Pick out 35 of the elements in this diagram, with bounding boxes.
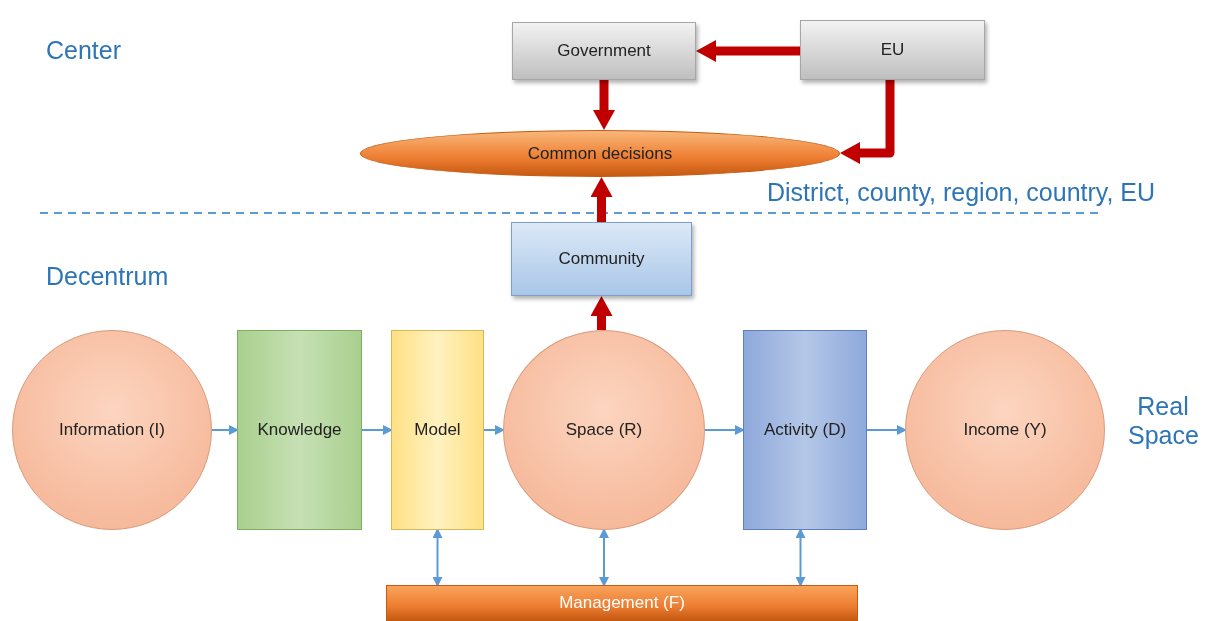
arrow	[840, 80, 895, 164]
process-box	[511, 222, 692, 296]
node-label: Management (F)	[558, 593, 686, 613]
node-label: Information (I)	[58, 420, 166, 440]
text-label: Center	[46, 36, 122, 65]
node-label: Government	[556, 41, 652, 61]
text-label: District, county, region, country, EU	[767, 178, 1156, 207]
node-label: Activity (D)	[762, 420, 848, 440]
node-label: Knowledge	[256, 420, 343, 440]
arrow	[599, 528, 609, 587]
node-label: Community	[557, 249, 646, 269]
bar-node	[386, 585, 858, 621]
arrow	[590, 296, 613, 330]
arrow	[211, 425, 239, 435]
process-box	[743, 330, 867, 530]
arrow	[795, 528, 806, 587]
node-label: Space (R)	[564, 420, 644, 440]
process-box	[237, 330, 362, 530]
arrow	[696, 40, 800, 62]
arrow	[483, 425, 505, 435]
process-box	[512, 22, 696, 80]
arrow	[432, 528, 443, 587]
process-box	[391, 330, 484, 530]
node-label: Common decisions	[526, 143, 674, 164]
node-label: Income (Y)	[962, 420, 1048, 440]
text-label: Decentrum	[46, 262, 169, 291]
process-box	[800, 20, 985, 80]
node-label: EU	[879, 40, 906, 60]
text-label: Real Space	[1128, 392, 1198, 450]
arrow	[866, 425, 907, 435]
node-label: Model	[413, 420, 462, 440]
arrow	[361, 425, 393, 435]
arrow	[704, 425, 745, 435]
arrow	[593, 80, 615, 130]
arrow	[590, 177, 613, 222]
